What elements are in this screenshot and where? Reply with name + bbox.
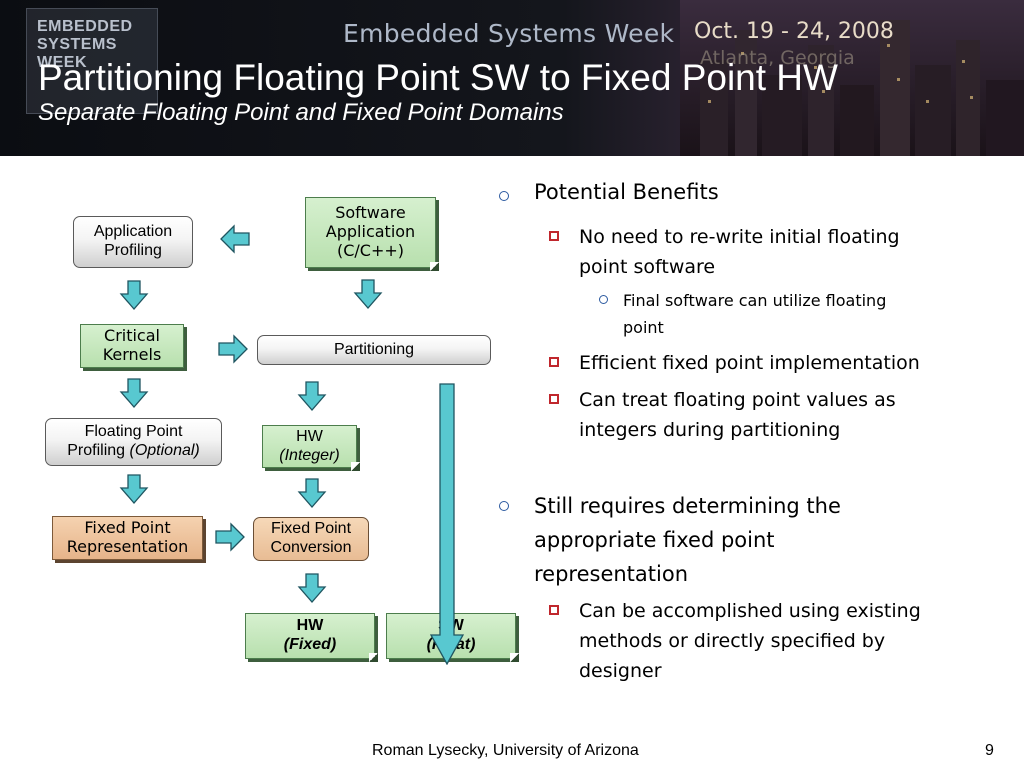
circle-bullet-icon	[499, 501, 509, 511]
box-label: Software	[335, 203, 406, 223]
fixed-point-representation-box: Fixed Point Representation	[52, 516, 203, 560]
arrow-down-icon	[297, 573, 327, 603]
square-bullet-icon	[549, 357, 559, 367]
page-number: 9	[985, 742, 994, 759]
floating-point-profiling-box: Floating Point Profiling (Optional)	[45, 418, 222, 466]
embedded-systems-week-logo: EMBEDDED SYSTEMS WEEK	[26, 8, 158, 114]
box-label: Kernels	[102, 345, 162, 364]
optional-label: (Optional)	[129, 442, 200, 459]
fixed-point-conversion-box: Fixed Point Conversion	[253, 517, 369, 561]
city-skyline-image	[680, 0, 1024, 156]
logo-line: SYSTEMS	[37, 36, 117, 53]
box-label: (C/C++)	[336, 240, 405, 260]
bullet-text: Can treat floating point values as	[579, 389, 896, 411]
arrow-left-icon	[220, 224, 250, 254]
arrow-down-icon	[119, 474, 149, 504]
square-bullet-icon	[549, 231, 559, 241]
header-banner: EMBEDDED SYSTEMS WEEK Embedded Systems W…	[0, 0, 1024, 156]
bullet-text: Can be accomplished using existing	[579, 600, 921, 622]
box-label: (Integer)	[279, 446, 340, 464]
box-label: Fixed Point	[270, 520, 352, 538]
hw-fixed-box: HW (Fixed)	[245, 613, 378, 662]
circle-bullet-icon	[499, 191, 509, 201]
bullet-text: designer	[579, 660, 662, 682]
arrow-right-icon	[215, 522, 245, 552]
circle-bullet-icon	[599, 295, 608, 304]
box-label: Representation	[66, 537, 189, 556]
bullet-text: methods or directly specified by	[579, 630, 886, 652]
arrow-right-icon	[218, 334, 248, 364]
bullet-text: Potential Benefits	[534, 180, 719, 204]
arrow-down-icon	[297, 478, 327, 508]
bullet-text: integers during partitioning	[579, 419, 841, 441]
software-application-box: Software Application (C/C++)	[305, 197, 439, 271]
event-name: Embedded Systems Week	[343, 19, 675, 48]
box-label: HW	[296, 617, 324, 635]
arrow-down-icon	[119, 378, 149, 408]
box-label: (Fixed)	[283, 636, 337, 653]
box-label: Critical	[104, 326, 160, 346]
box-label: HW	[296, 427, 323, 445]
slide-subtitle: Separate Floating Point and Fixed Point …	[38, 99, 564, 126]
hw-integer-box: HW (Integer)	[262, 425, 360, 471]
slide-title: Partitioning Floating Point SW to Fixed …	[38, 57, 838, 98]
arrow-down-icon	[297, 381, 327, 411]
box-label: Conversion	[270, 539, 352, 556]
box-label: Floating Point	[84, 423, 183, 441]
footer-author: Roman Lysecky, University of Arizona	[372, 742, 639, 759]
long-arrow-down-icon	[430, 383, 464, 665]
logo-line: EMBEDDED	[37, 18, 133, 35]
bullet-text: representation	[534, 562, 689, 586]
box-label: Partitioning	[333, 340, 415, 358]
bullet-text: Still requires determining the	[534, 494, 841, 518]
box-label: Application	[93, 223, 173, 241]
logo-line: WEEK	[37, 54, 87, 71]
arrow-down-icon	[119, 280, 149, 310]
box-label: Fixed Point	[84, 518, 171, 538]
partitioning-box: Partitioning	[257, 335, 491, 365]
bullet-text: point software	[579, 256, 716, 278]
bullet-text: No need to re-write initial floating	[579, 226, 900, 248]
bullet-text: Final software can utilize floating	[623, 291, 887, 310]
box-label: Profiling	[67, 442, 126, 459]
critical-kernels-box: Critical Kernels	[80, 324, 184, 368]
bullet-text: point	[623, 318, 664, 337]
box-label: Application	[325, 222, 416, 242]
box-label: Profiling	[104, 242, 162, 259]
square-bullet-icon	[549, 605, 559, 615]
arrow-down-icon	[353, 279, 383, 309]
square-bullet-icon	[549, 394, 559, 404]
bullet-text: appropriate fixed point	[534, 528, 775, 552]
bullet-text: Efficient fixed point implementation	[579, 352, 920, 374]
partitioning-flow-diagram: Application Profiling Software Applicati…	[0, 156, 530, 716]
application-profiling-box: Application Profiling	[73, 216, 193, 268]
event-dates: Oct. 19 - 24, 2008	[694, 19, 894, 44]
event-location: Atlanta, Georgia	[700, 47, 855, 69]
